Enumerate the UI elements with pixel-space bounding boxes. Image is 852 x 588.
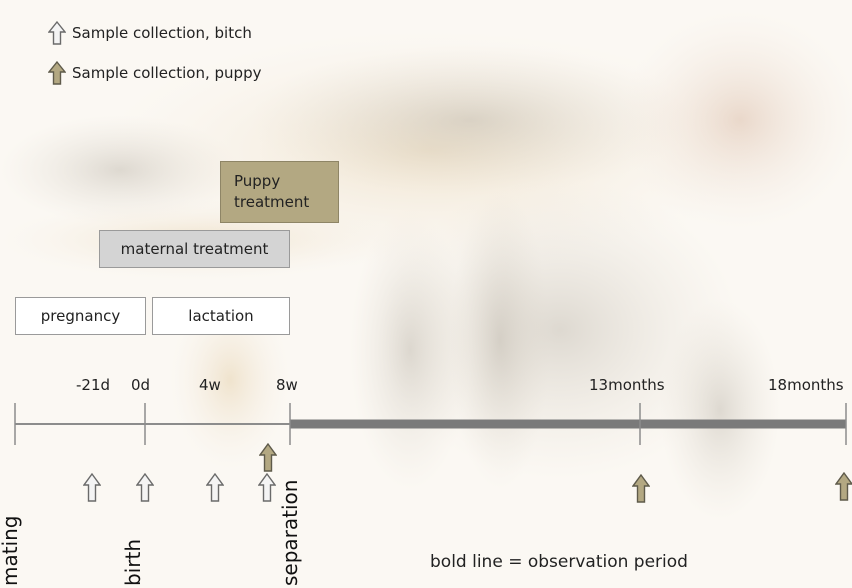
up-arrow-white-icon (83, 473, 101, 502)
up-arrow-olive-icon (259, 443, 277, 472)
up-arrow-white-icon (206, 473, 224, 502)
event-label-separation: separation (278, 480, 302, 586)
up-arrow-white-icon (136, 473, 154, 502)
up-arrow-white-icon (258, 473, 276, 502)
event-label-birth: birth (121, 539, 145, 586)
up-arrow-olive-icon (835, 472, 852, 501)
event-label-mating: mating (0, 515, 22, 586)
observation-period-note: bold line = observation period (430, 552, 688, 572)
up-arrow-olive-icon (632, 474, 650, 503)
